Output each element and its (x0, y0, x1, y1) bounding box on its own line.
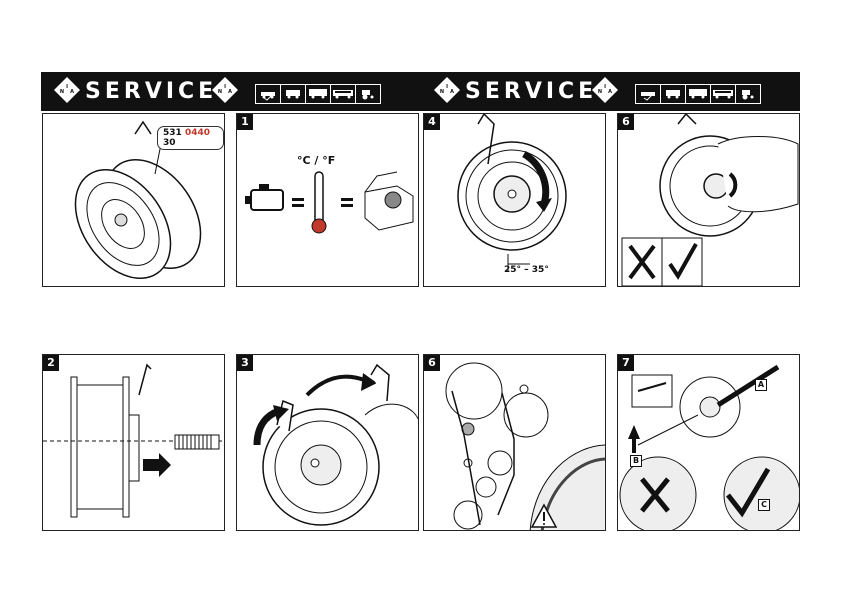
part-number-prefix: 531 (163, 128, 182, 138)
belt-routing-illustration (445, 362, 605, 530)
vehicle-types-right (635, 84, 761, 104)
service-logo-left: I N A SERVICE I N A (54, 72, 244, 111)
van-icon (281, 85, 306, 103)
service-banner: I N A SERVICE I N A I N A SERVICE I N (41, 72, 800, 111)
warning-icon (530, 503, 558, 528)
svg-text:I: I (446, 84, 448, 90)
thermometer-icon (311, 171, 327, 234)
panel-tensioner-overview: 531 0440 30 (42, 113, 225, 287)
svg-text:I: I (604, 84, 606, 90)
car-icon (256, 85, 281, 103)
svg-text:I: I (66, 84, 68, 90)
panel-step-1: 1 °C / °F (236, 113, 419, 287)
panel-step-4: 4 25° – 35° (423, 113, 606, 287)
step-badge: 4 (424, 114, 440, 130)
service-logo-right: I N A SERVICE I N A (434, 72, 624, 111)
svg-text:N: N (440, 89, 444, 95)
panel-step-6-bottom: 6 (423, 354, 606, 531)
svg-text:I: I (224, 84, 226, 90)
service-title-left: SERVICE (85, 79, 218, 104)
step-badge: 1 (237, 114, 253, 130)
wrench-tension-illustration (619, 364, 799, 530)
van-icon (661, 85, 686, 103)
truck-icon (306, 85, 331, 103)
part-number-suffix: 30 (163, 138, 176, 148)
svg-text:N: N (60, 89, 64, 95)
temperature-unit-label: °C / °F (297, 154, 336, 167)
step-badge: 2 (43, 355, 59, 371)
service-title-right: SERVICE (465, 79, 598, 104)
label-b: B (630, 455, 642, 467)
svg-text:A: A (608, 89, 612, 95)
vehicle-types-left (255, 84, 381, 104)
label-c: C (758, 499, 770, 511)
bus-icon (711, 85, 736, 103)
car-icon (636, 85, 661, 103)
panel-step-3: 3 (236, 354, 419, 531)
bus-icon (331, 85, 356, 103)
fit-tensioner-illustration (253, 363, 418, 526)
step-badge: 7 (618, 355, 634, 371)
remove-tensioner-illustration (43, 363, 224, 518)
part-number-label: 531 0440 30 (157, 126, 224, 150)
angle-label: 25° – 35° (504, 265, 549, 275)
tractor-icon (736, 85, 760, 103)
panel-step-2: 2 (42, 354, 225, 531)
svg-text:N: N (598, 89, 602, 95)
panel-step-7: 7 A B C (617, 354, 800, 531)
ina-logo-icon: I N A (54, 77, 80, 103)
engine-temperature-illustration (245, 171, 414, 234)
svg-text:A: A (450, 89, 454, 95)
label-a: A (755, 379, 767, 391)
engine-icon (245, 184, 284, 211)
step-badge: 6 (618, 114, 634, 130)
ina-logo-icon: I N A (212, 77, 238, 103)
svg-text:N: N (218, 89, 222, 95)
ina-logo-icon: I N A (434, 77, 460, 103)
panel-step-6-top: 6 (617, 113, 800, 287)
tractor-icon (356, 85, 380, 103)
boxed-part-icon (364, 171, 414, 231)
svg-text:A: A (70, 89, 74, 95)
part-number-highlight: 0440 (184, 128, 210, 138)
step-badge: 3 (237, 355, 253, 371)
step-badge: 6 (424, 355, 440, 371)
truck-icon (686, 85, 711, 103)
tighten-by-hand-illustration (621, 114, 799, 286)
svg-text:A: A (228, 89, 232, 95)
rotate-tensioner-illustration (457, 114, 567, 272)
tensioner-pulley-illustration (74, 120, 202, 279)
ina-logo-icon: I N A (592, 77, 618, 103)
